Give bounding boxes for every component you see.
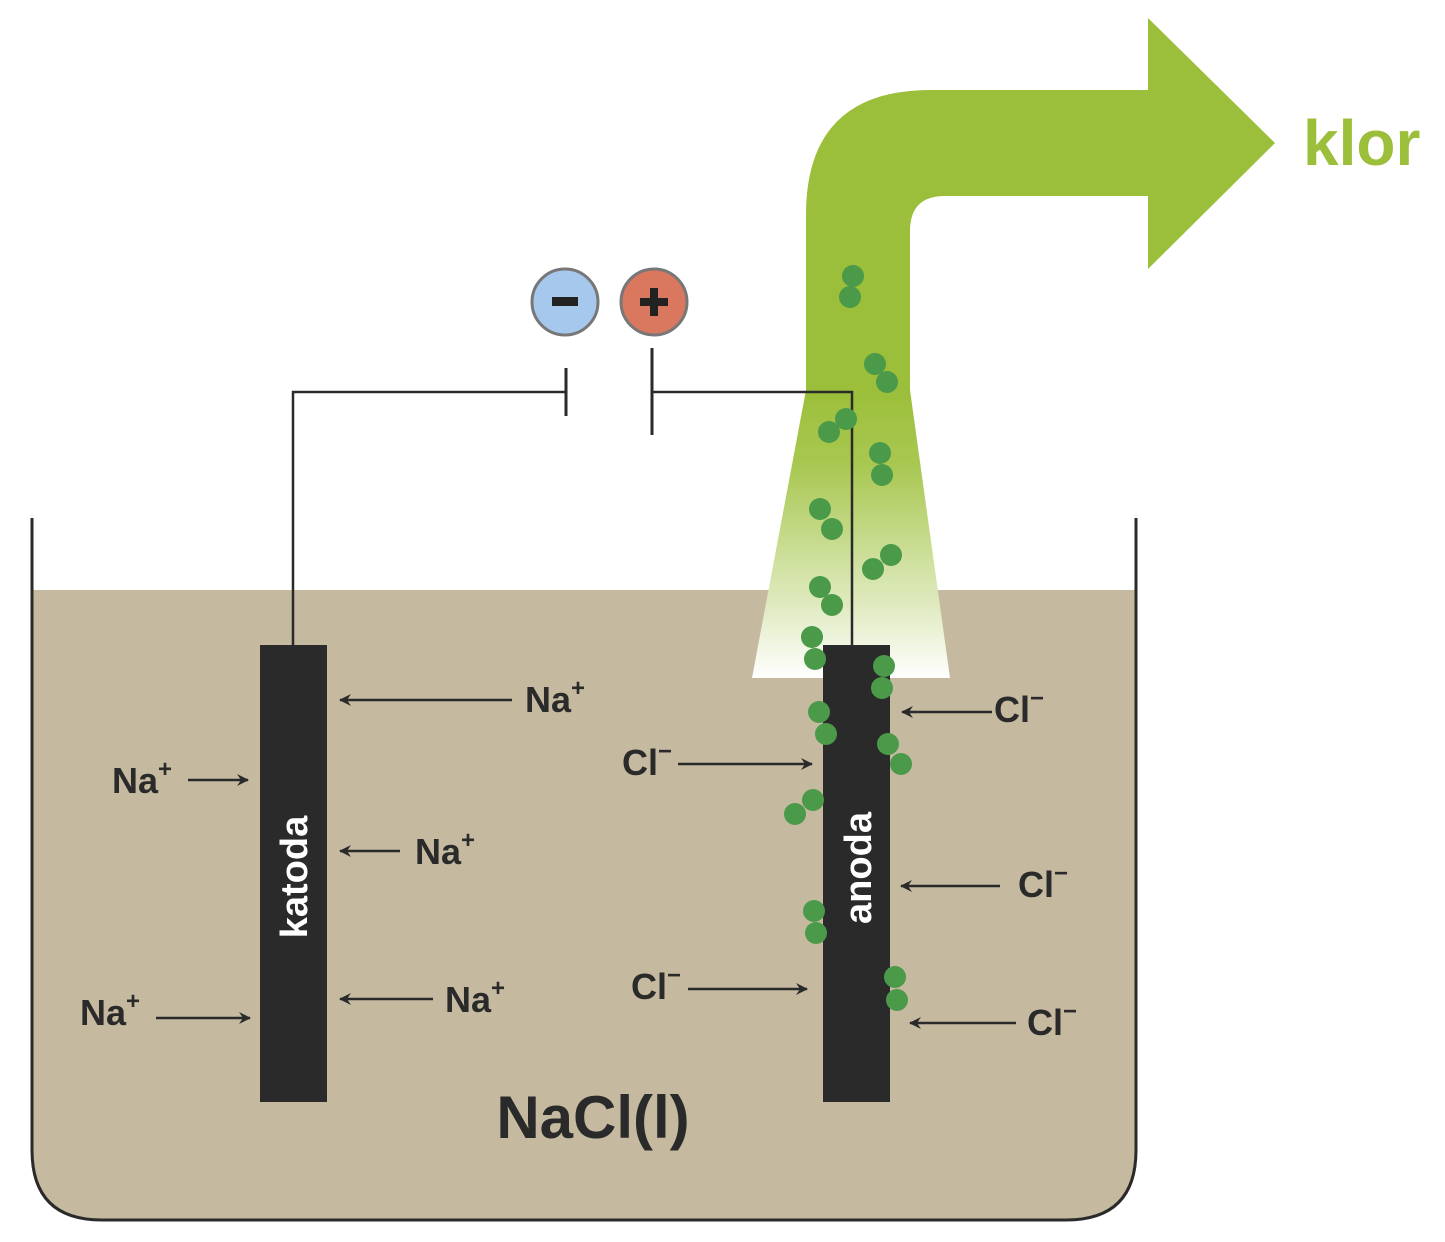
chlorine-arrow: [806, 18, 1275, 400]
svg-text:Cl−: Cl−: [631, 962, 681, 1007]
chlorine-bubbles: [784, 265, 912, 1011]
positive-terminal: [619, 267, 689, 337]
svg-text:Na+: Na+: [415, 827, 475, 872]
svg-text:Cl−: Cl−: [1027, 998, 1077, 1043]
chloride-ion-arrow: Cl−: [900, 860, 1068, 905]
svg-text:Cl−: Cl−: [1018, 860, 1068, 905]
svg-text:Na+: Na+: [80, 988, 140, 1033]
beaker: [30, 518, 1138, 1222]
cathode-label: katoda: [274, 815, 316, 938]
svg-text:Na+: Na+: [445, 975, 505, 1020]
cathode-electrode: [260, 645, 327, 1102]
chloride-ion-arrow: Cl−: [622, 738, 813, 783]
cathode-wire: [291, 390, 566, 645]
anode-label: anoda: [838, 811, 880, 924]
chloride-ion-arrow: Cl−: [909, 998, 1077, 1043]
svg-text:Cl−: Cl−: [994, 685, 1044, 730]
electrolyte-label: NaCl(l): [496, 1084, 689, 1151]
sodium-ion-arrow: Na+: [339, 975, 505, 1020]
sodium-ion-arrow: Na+: [80, 988, 251, 1033]
svg-text:Na+: Na+: [525, 675, 585, 720]
product-label: klor: [1303, 107, 1420, 179]
svg-text:Na+: Na+: [112, 756, 172, 801]
negative-terminal: [530, 267, 600, 337]
anode-wire: [652, 390, 854, 645]
svg-text:Cl−: Cl−: [622, 738, 672, 783]
sodium-ion-arrow: Na+: [112, 756, 249, 801]
sodium-ion-arrow: Na+: [339, 675, 585, 720]
sodium-ion-arrow: Na+: [339, 827, 475, 872]
chloride-ion-arrow: Cl−: [631, 962, 808, 1007]
anode-electrode: [823, 645, 890, 1102]
chloride-ion-arrow: Cl−: [901, 685, 1044, 730]
